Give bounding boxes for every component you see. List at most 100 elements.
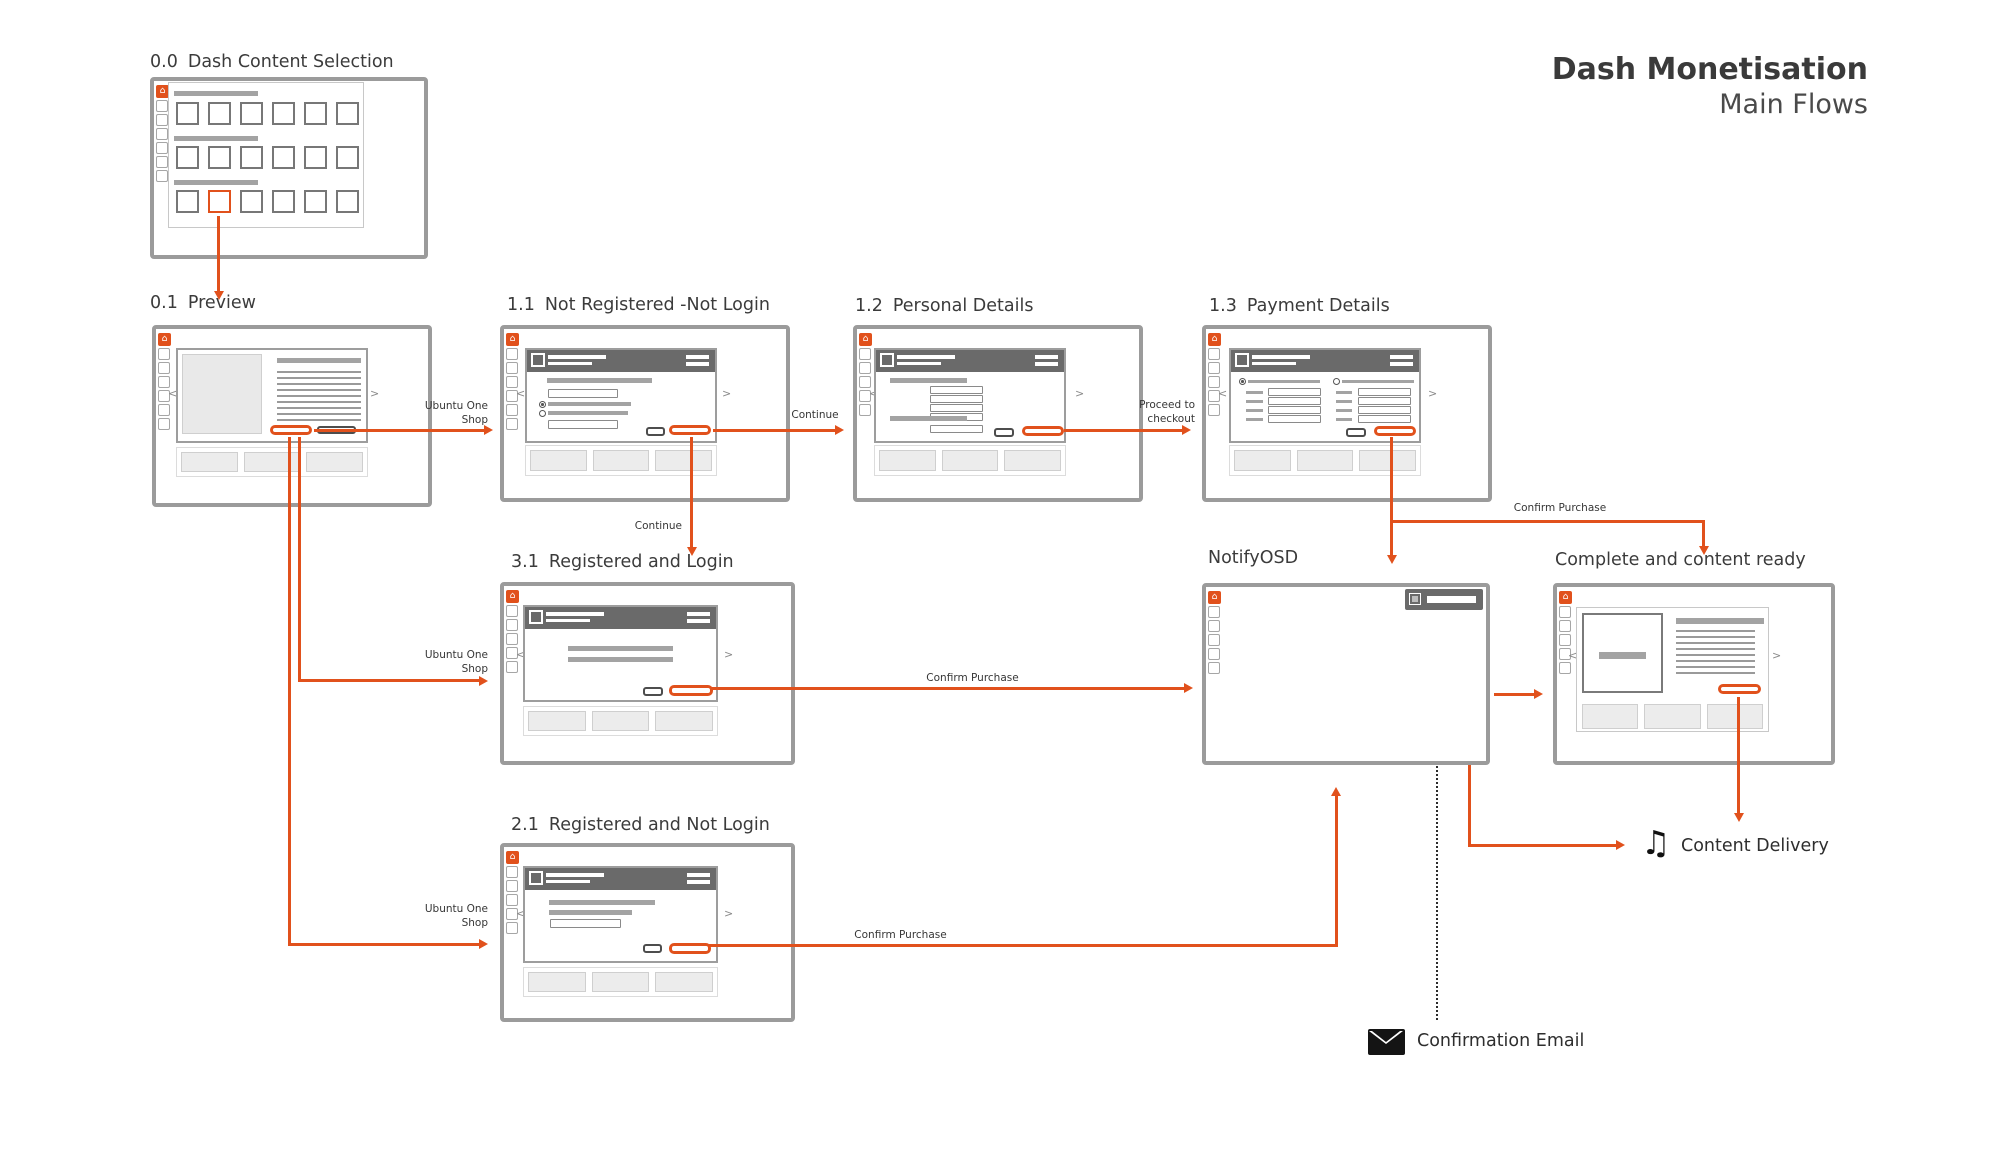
page-subtitle: Main Flows: [1719, 89, 1868, 120]
title-notifyosd: NotifyOSD: [1208, 548, 1298, 568]
thumbnail: [655, 711, 714, 731]
unity-launcher: ⌂: [1208, 333, 1222, 416]
message-bar: [549, 910, 632, 915]
proceed-button: [1022, 426, 1064, 436]
flow-label-continue: Continue: [791, 409, 839, 421]
thumbnail: [1234, 450, 1291, 471]
flow-line: [713, 429, 839, 432]
launcher-item: [506, 390, 518, 402]
notification-text-bar: [1427, 596, 1476, 603]
dotted-flow-line: [1436, 766, 1438, 1020]
thumbnail: [592, 450, 650, 471]
personal-details-panel: [874, 348, 1066, 443]
form-field-placeholder: [930, 425, 983, 433]
launcher-item: [1559, 648, 1571, 660]
launcher-item: [1559, 620, 1571, 632]
dash-tile: [272, 190, 295, 213]
launcher-item: [859, 348, 871, 360]
launcher-item: [1208, 662, 1220, 674]
launcher-item: [1559, 634, 1571, 646]
flow-line: [217, 216, 220, 292]
thumbnail: [181, 452, 238, 472]
arrowhead-right: [835, 425, 844, 435]
launcher-item: [859, 404, 871, 416]
confirmation-email-label: Confirmation Email: [1417, 1031, 1585, 1051]
chevron-left-icon: <: [1218, 387, 1228, 400]
arrowhead-right: [479, 939, 488, 949]
screen-name: Payment Details: [1246, 296, 1390, 316]
flow-label-confirm-purchase: Confirm Purchase: [854, 929, 947, 941]
flow-line: [1390, 437, 1393, 557]
dash-tile: [208, 102, 231, 125]
launcher-item: [506, 894, 518, 906]
screen-number: 1.3: [1209, 296, 1237, 316]
flow-line: [1390, 520, 1705, 523]
launcher-item: [506, 376, 518, 388]
form-label-bar: [547, 378, 652, 383]
thumbnail-strip: [1229, 445, 1421, 476]
thumbnail-strip: [874, 445, 1066, 476]
screen-number: 2.1: [511, 815, 539, 835]
chevron-left-icon: <: [516, 387, 526, 400]
header-text-bar: [897, 362, 941, 365]
download-box: [1582, 613, 1663, 693]
radio-label-bar: [1342, 380, 1414, 383]
password-field-placeholder: [548, 420, 618, 429]
launcher-item: [506, 362, 518, 374]
screen-name: Personal Details: [892, 296, 1034, 316]
title-personal-details: 1.2 Personal Details: [855, 296, 1033, 316]
text-line: [1676, 654, 1755, 656]
message-bar: [549, 900, 655, 905]
payment-option-radio: [1333, 378, 1340, 385]
app-header: [1231, 350, 1419, 372]
title-payment-details: 1.3 Payment Details: [1209, 296, 1390, 316]
chevron-left-icon: <: [168, 387, 178, 400]
wireframe-dash-content-selection: ⌂: [150, 77, 428, 259]
arrowhead-right: [1616, 840, 1625, 850]
screen-name: Complete and content ready: [1555, 550, 1806, 570]
text-line: [277, 395, 361, 397]
dash-tile: [176, 190, 199, 213]
launcher-item: [506, 418, 518, 430]
header-text-bar: [1390, 362, 1413, 366]
thumbnail-strip: [176, 447, 368, 477]
header-text-bar: [1035, 355, 1058, 359]
card-field-placeholder: [1358, 388, 1411, 396]
radio-label-bar: [548, 411, 628, 415]
unity-launcher: ⌂: [156, 85, 170, 182]
launcher-item: [1208, 634, 1220, 646]
flow-line: [288, 943, 482, 946]
arrowhead-down: [1387, 555, 1397, 564]
header-text-bar: [1390, 355, 1413, 359]
payment-option-radio-selected: [1239, 378, 1246, 385]
thumbnail: [528, 972, 586, 992]
text-line: [277, 377, 361, 379]
dash-tile: [304, 146, 327, 169]
home-icon: ⌂: [158, 333, 171, 346]
launcher-item: [158, 390, 170, 402]
open-content-button: [1718, 684, 1761, 694]
launcher-item: [156, 170, 168, 182]
header-text-bar: [687, 612, 710, 616]
launcher-item: [1208, 362, 1220, 374]
screen-number: 0.1: [150, 293, 178, 313]
screen-number: 1.2: [855, 296, 883, 316]
arrowhead-down: [1734, 813, 1744, 822]
thumbnail: [655, 972, 714, 992]
text-line: [1676, 666, 1755, 668]
home-icon: ⌂: [156, 85, 169, 98]
launcher-item: [506, 404, 518, 416]
field-label-bar: [1336, 418, 1352, 421]
unity-launcher: ⌂: [1559, 591, 1573, 674]
text-line: [1676, 660, 1755, 662]
radio-label-bar: [1248, 380, 1320, 383]
secondary-button: [643, 687, 663, 696]
home-icon: ⌂: [506, 590, 519, 603]
radio-selected: [539, 401, 546, 408]
text-line: [277, 407, 361, 409]
header-text-bar: [546, 612, 604, 616]
flow-line: [1335, 796, 1338, 947]
